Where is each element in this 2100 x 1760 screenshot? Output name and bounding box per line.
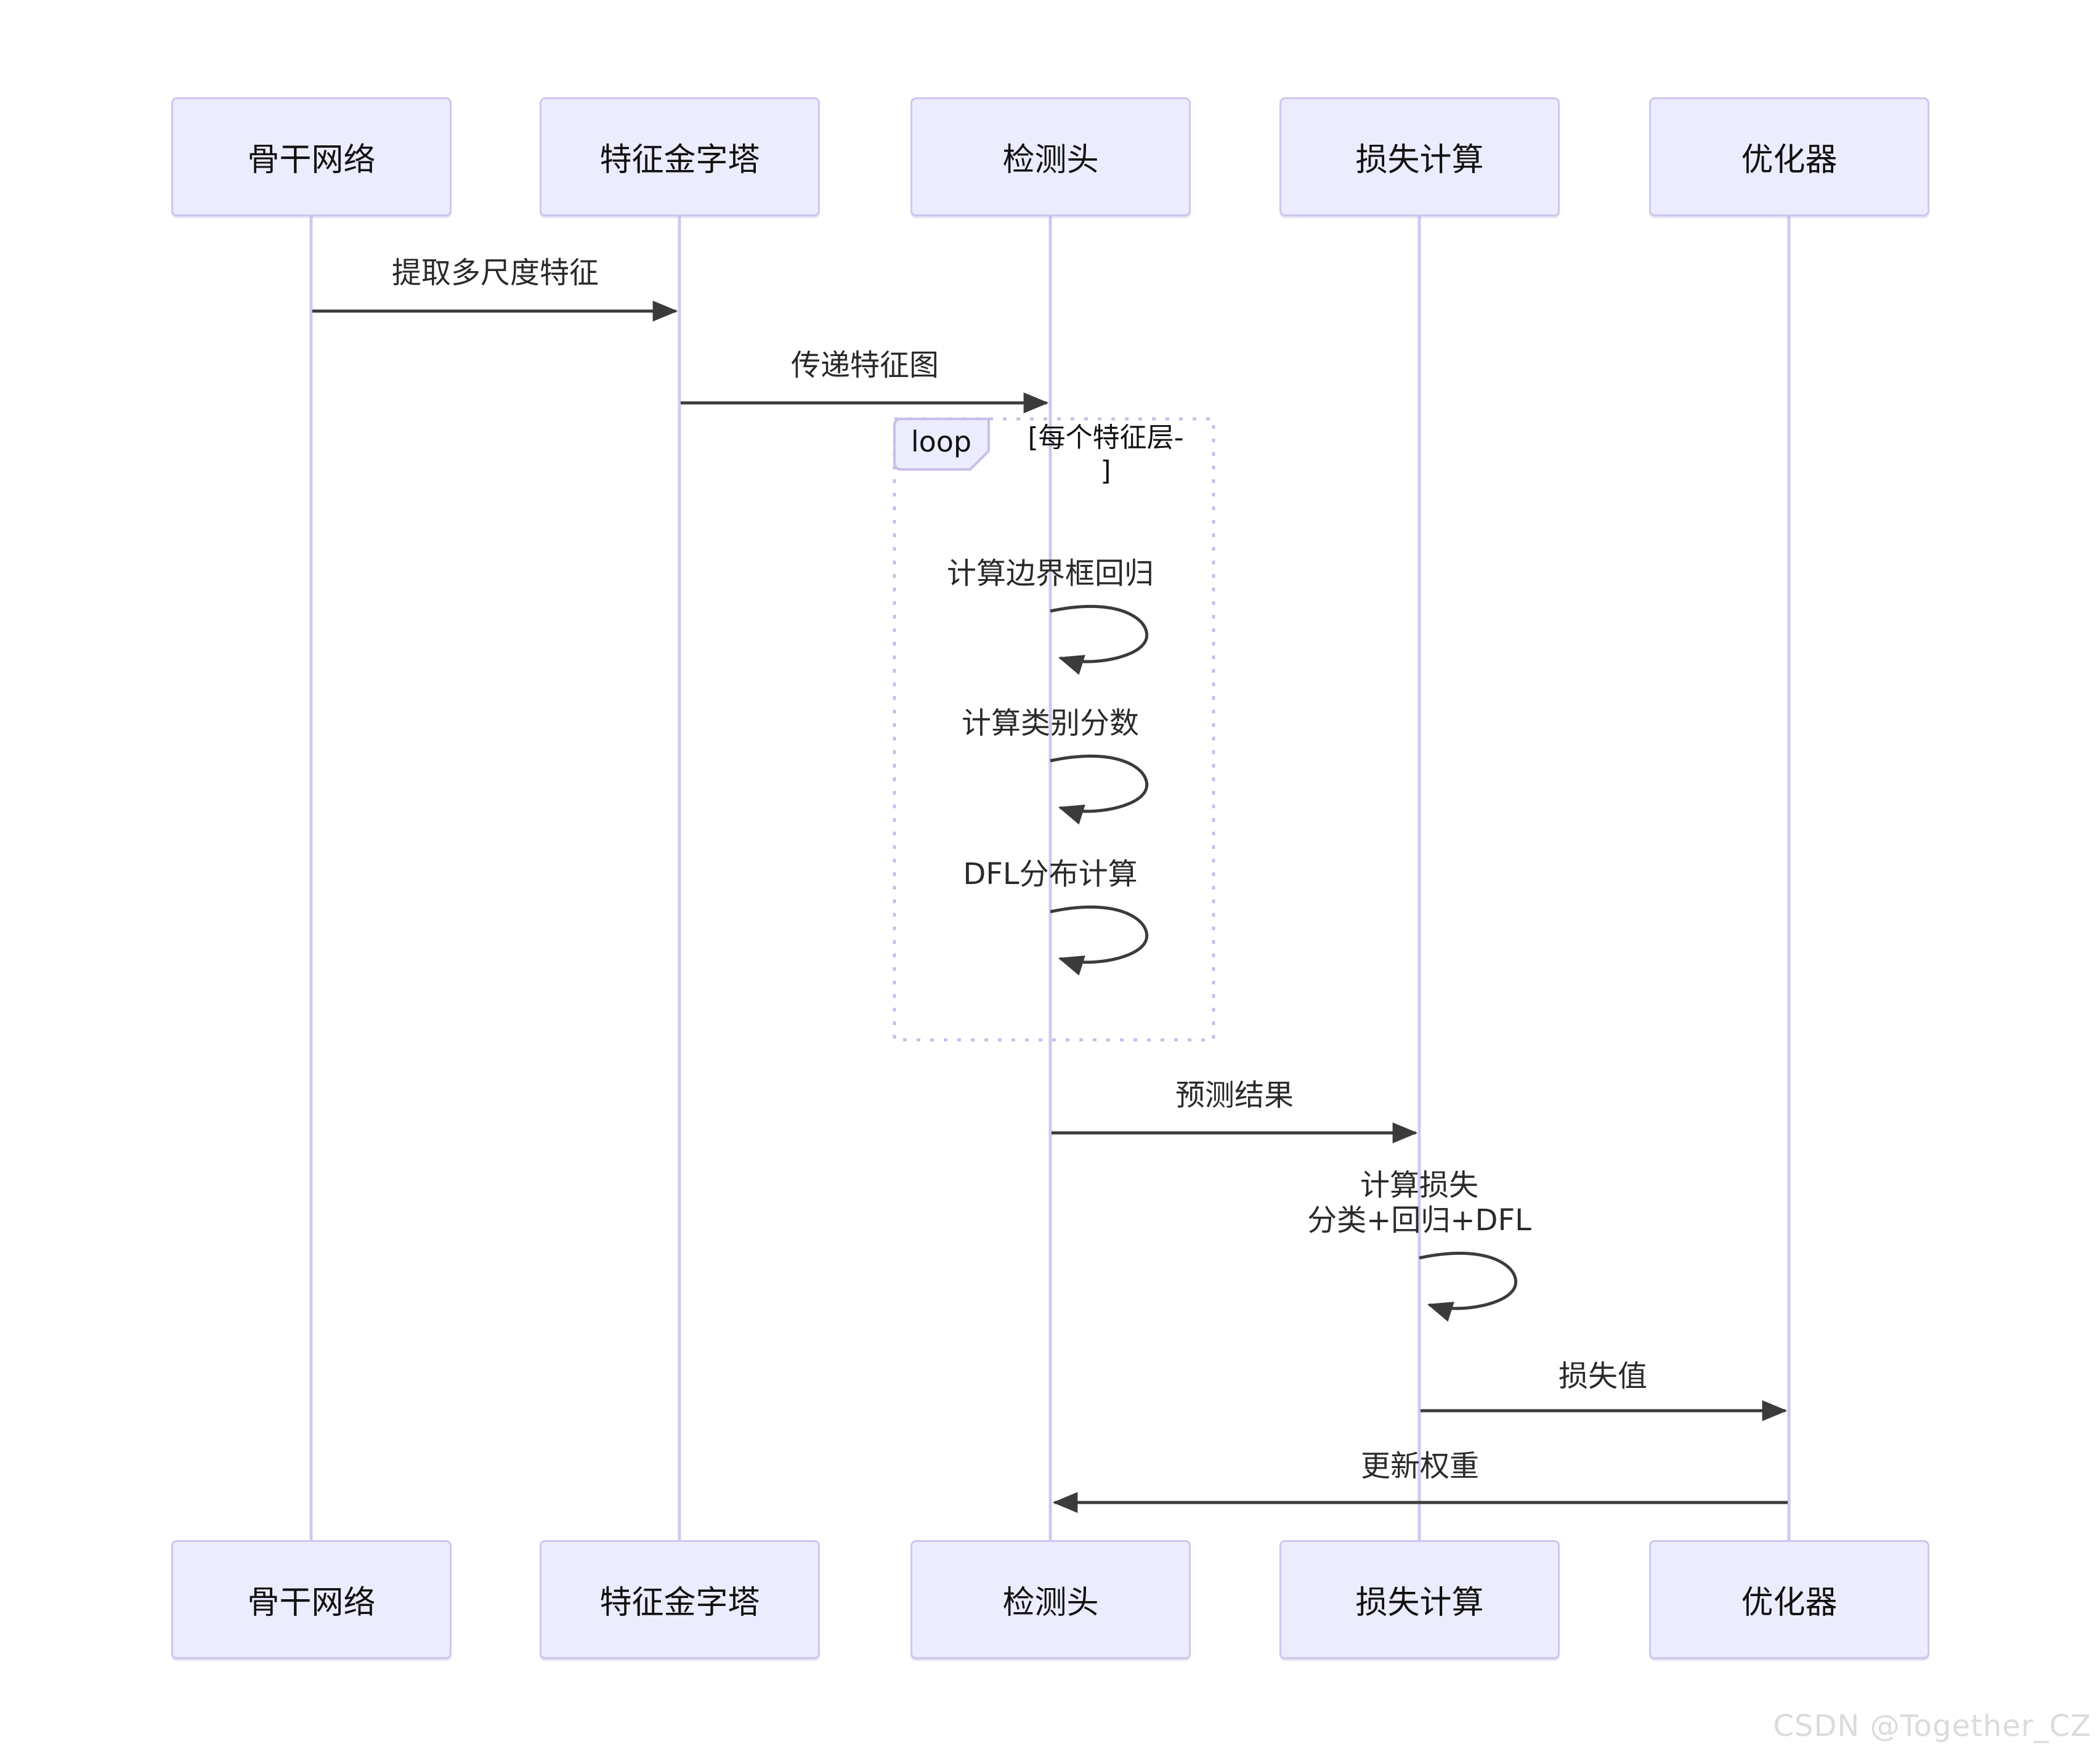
loop-frame xyxy=(893,417,1215,1042)
message-label-prediction-result: 预测结果 xyxy=(1175,1078,1294,1113)
watermark-text: CSDN @Together_CZ xyxy=(1773,1709,2091,1743)
participant-fpn-top: 特征金字塔 xyxy=(540,97,820,216)
self-arrow-dfl-distribution xyxy=(1050,905,1149,976)
message-label-bbox-regression: 计算边界框回归 xyxy=(946,556,1154,591)
loop-label-tag xyxy=(893,418,990,471)
loop-condition-line1: [每个特征层- xyxy=(1028,422,1184,453)
self-arrow-bbox-regression xyxy=(1050,604,1149,675)
participant-head-bottom: 检测头 xyxy=(910,1540,1191,1659)
message-label-compute-loss: 计算损失 分类+回归+DFL xyxy=(1234,1168,1604,1238)
participant-loss-top: 损失计算 xyxy=(1279,97,1560,216)
message-label-extract-features: 提取多尺度特征 xyxy=(391,256,599,290)
message-label-compute-loss-line1: 计算损失 xyxy=(1360,1168,1478,1202)
participant-optimizer-top: 优化器 xyxy=(1649,97,1929,216)
self-arrow-compute-loss xyxy=(1419,1251,1518,1322)
message-label-dfl-distribution: DFL分布计算 xyxy=(963,857,1138,891)
participant-fpn-bottom: 特征金字塔 xyxy=(540,1540,820,1659)
message-label-class-scores: 计算类别分数 xyxy=(961,706,1139,740)
message-label-compute-loss-line2: 分类+回归+DFL xyxy=(1307,1203,1531,1238)
message-label-pass-feature-map: 传递特征图 xyxy=(790,348,939,383)
self-arrow-class-scores xyxy=(1050,754,1149,825)
message-label-loss-value: 损失值 xyxy=(1558,1359,1647,1393)
message-label-update-weights: 更新权重 xyxy=(1360,1449,1479,1483)
loop-condition: [每个特征层- ] xyxy=(995,421,1217,488)
participant-backbone-bottom: 骨干网络 xyxy=(171,1540,452,1659)
loop-condition-line2: ] xyxy=(1100,455,1111,487)
participant-loss-bottom: 损失计算 xyxy=(1279,1540,1560,1659)
participant-optimizer-bottom: 优化器 xyxy=(1649,1540,1929,1659)
loop-keyword: loop xyxy=(910,425,972,458)
participant-head-top: 检测头 xyxy=(910,97,1191,216)
participant-backbone-top: 骨干网络 xyxy=(171,97,452,216)
